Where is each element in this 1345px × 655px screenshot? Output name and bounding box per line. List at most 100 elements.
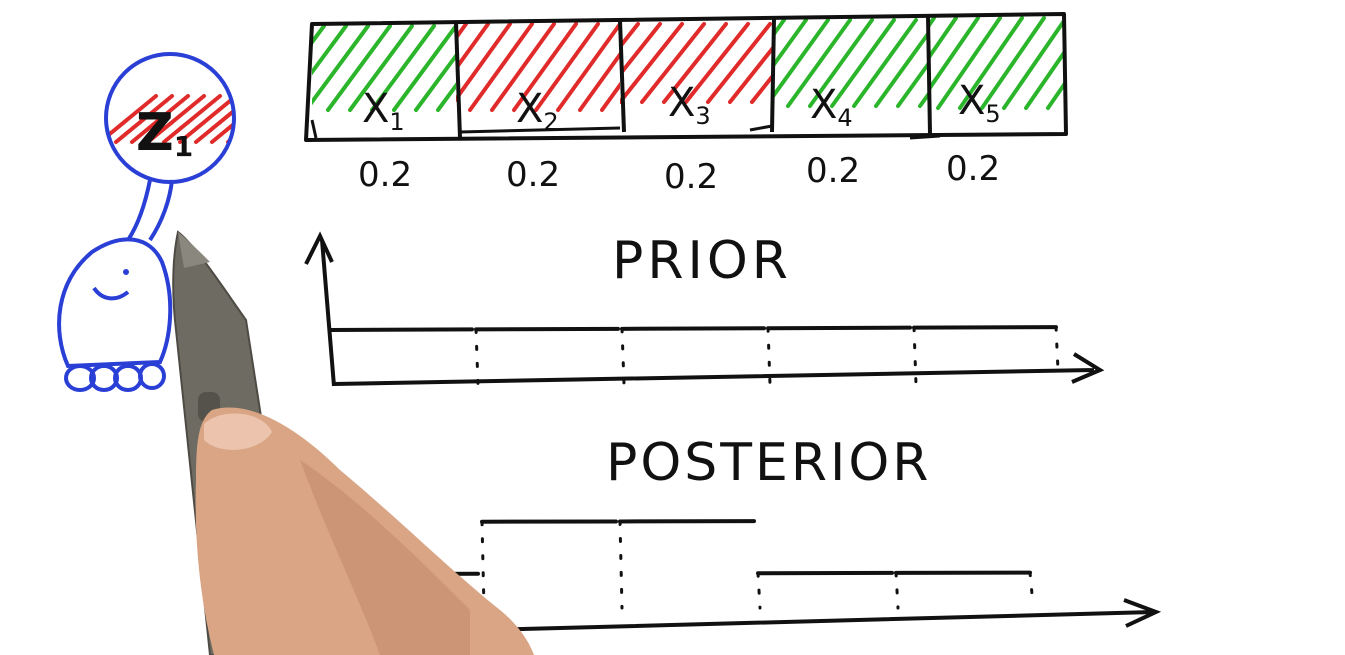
robot: Z1 <box>57 52 236 392</box>
cell-boundary-dashed <box>1028 571 1034 596</box>
hatch-stroke <box>684 22 750 104</box>
hatch-stroke <box>578 51 620 112</box>
cell-base-scribble <box>749 124 773 132</box>
hatch-stroke <box>312 24 348 76</box>
hatch-stroke <box>620 22 640 50</box>
hatch-stroke <box>706 22 772 104</box>
cell-hatch-red <box>554 22 774 104</box>
hatch-stroke <box>370 24 436 112</box>
histogram-bar <box>328 327 474 332</box>
histogram-bar <box>620 326 766 331</box>
cell-label-x1: X1 <box>362 86 405 136</box>
hatch-stroke <box>1002 16 1066 110</box>
hatch-stroke <box>312 24 326 46</box>
hatch-stroke <box>146 94 206 144</box>
cell-boundary-dashed <box>480 520 486 610</box>
robot-eye <box>123 269 129 275</box>
hatch-stroke <box>620 22 684 104</box>
cell-divider <box>926 15 932 135</box>
hatch-stroke <box>830 18 896 108</box>
prior-title: PRIOR <box>612 231 792 291</box>
cell-divider <box>770 17 776 133</box>
posterior-plot: POSTERIOR <box>332 433 1162 637</box>
cell-prob-x1: 0.2 <box>358 155 412 195</box>
hatch-stroke <box>1024 46 1066 110</box>
cell-base-scribble <box>909 134 941 140</box>
hatch-stroke <box>750 71 774 104</box>
hatch-stroke <box>162 94 222 144</box>
cell-hatch-green <box>850 16 1132 110</box>
hand-shadow <box>300 460 470 655</box>
hatch-stroke <box>620 22 662 78</box>
world-cells-outline <box>304 12 1068 142</box>
hatch-stroke <box>460 26 522 110</box>
hatch-stroke <box>312 24 370 106</box>
cell-prob-x3: 0.2 <box>664 157 718 197</box>
hatch-stroke <box>348 24 414 112</box>
hatch-stroke <box>218 26 280 110</box>
robot-wheels <box>64 362 166 392</box>
cell-boundary-dashed <box>474 327 480 386</box>
hatch-stroke <box>928 16 980 95</box>
cell-boundary-dashed <box>912 326 918 386</box>
world-cells: X1 X2 X3 X4 X5 0.2 0.2 0.2 0.2 0.2 <box>218 12 1132 197</box>
hatch-stroke <box>640 22 706 104</box>
hatch-stroke <box>774 18 830 99</box>
robot-neck <box>126 179 174 242</box>
cell-divider <box>618 19 626 133</box>
hatch-stroke <box>896 60 928 108</box>
hatch-stroke <box>240 26 302 110</box>
robot-measurement-label: Z1 <box>136 103 193 163</box>
cell-hatch-red <box>382 22 620 112</box>
cell-base-scribble <box>310 119 318 139</box>
hatch-stroke <box>554 24 616 102</box>
hatch-stroke <box>512 22 578 112</box>
hatch-stroke <box>194 94 233 144</box>
hatch-stroke <box>468 22 534 112</box>
cell-boundary-dashed <box>756 571 762 610</box>
histogram-bar <box>766 325 912 331</box>
hatch-stroke <box>808 18 874 108</box>
robot-body <box>57 237 173 369</box>
hatch-stroke <box>1070 18 1132 108</box>
hatch-stroke <box>556 22 620 112</box>
cell-base-scribble <box>459 126 621 134</box>
hatch-stroke <box>226 94 233 144</box>
cell-label-x2: X2 <box>516 86 559 136</box>
hatch-stroke <box>210 94 233 144</box>
cell-boundary-dashed <box>620 327 626 386</box>
cell-prob-x2: 0.2 <box>506 155 560 195</box>
hatch-stroke <box>326 24 392 112</box>
hatch-stroke <box>534 22 600 112</box>
hatch-stroke <box>382 24 444 110</box>
cell-label-x5: X5 <box>958 78 1001 128</box>
hatch-stroke <box>130 94 190 144</box>
presenter-hand-with-pen <box>172 230 534 655</box>
cell-prob-x4: 0.2 <box>806 151 860 191</box>
hatch-stroke <box>786 18 852 108</box>
hatch-stroke <box>928 16 936 31</box>
cell-label-x4: X4 <box>810 82 853 132</box>
hatch-stroke <box>436 82 456 112</box>
hatch-stroke <box>936 16 1002 110</box>
hatch-stroke <box>728 43 774 104</box>
hatch-stroke <box>490 22 556 112</box>
hatch-stroke <box>958 16 1024 110</box>
hatch-stroke <box>1046 78 1066 110</box>
hatch-stroke <box>600 81 620 112</box>
hatch-stroke <box>928 16 958 63</box>
cell-label-x3: X3 <box>668 80 711 130</box>
prior-plot: PRIOR <box>304 231 1105 387</box>
prior-y-axis <box>304 231 336 387</box>
cell-boundary-dashed <box>618 519 624 610</box>
hatch-stroke <box>414 52 456 112</box>
thumb-nail <box>204 413 272 450</box>
hatch-stroke <box>662 22 728 104</box>
hatch-stroke <box>852 18 918 108</box>
cell-boundary-dashed <box>1054 325 1060 372</box>
posterior-title: POSTERIOR <box>606 433 931 493</box>
cell-boundary-dashed <box>894 571 900 610</box>
hatch-stroke <box>850 18 912 108</box>
